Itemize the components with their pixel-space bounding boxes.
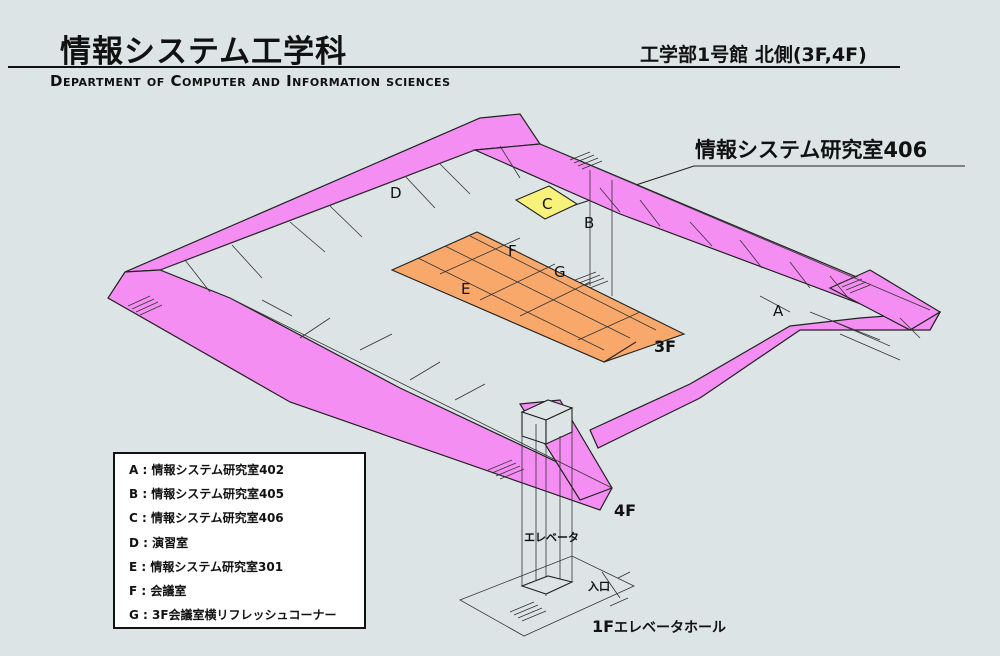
floor1-outline bbox=[459, 555, 635, 637]
legend-item-e: E : 情報システム研究室301 bbox=[129, 559, 284, 574]
label-g: G bbox=[554, 263, 566, 281]
label-b: B bbox=[584, 214, 594, 232]
label-1f: 1F bbox=[592, 617, 614, 636]
floor4-walls bbox=[159, 143, 931, 489]
vertical-guides bbox=[589, 170, 613, 296]
label-4f: 4F bbox=[614, 501, 636, 520]
floor3-block bbox=[390, 231, 686, 363]
page-subtitle: Department of Computer and Information s… bbox=[50, 72, 451, 90]
label-d: D bbox=[390, 184, 402, 202]
title-underline bbox=[8, 66, 630, 68]
building-label: 工学部1号館 北側(3F,4F) bbox=[640, 44, 867, 66]
legend-item-d: D : 演習室 bbox=[129, 535, 189, 550]
label-elevator-hall: エレベータホール bbox=[614, 620, 726, 636]
label-3f: 3F bbox=[654, 337, 676, 356]
building-underline bbox=[630, 66, 900, 68]
label-elevator: エレベータ bbox=[524, 531, 579, 544]
legend: A : 情報システム研究室402 B : 情報システム研究室405 C : 情報… bbox=[113, 452, 366, 629]
label-c: C bbox=[542, 195, 552, 213]
elevator-shaft bbox=[520, 399, 574, 596]
legend-item-c: C : 情報システム研究室406 bbox=[129, 511, 284, 526]
label-entrance: 入口 bbox=[588, 580, 610, 593]
floor1-hall bbox=[459, 555, 635, 637]
label-e: E bbox=[461, 280, 470, 298]
page-title: 情報システム工学科 bbox=[60, 34, 348, 70]
floor3-slab bbox=[390, 231, 686, 363]
callout-label: 情報システム研究室406 bbox=[695, 138, 928, 162]
legend-item-g: G : 3F会議室横リフレッシュコーナー bbox=[129, 608, 337, 623]
label-a: A bbox=[773, 302, 784, 320]
legend-item-f: F : 会議室 bbox=[129, 583, 187, 598]
legend-item-b: B : 情報システム研究室405 bbox=[129, 487, 284, 502]
label-f: F bbox=[508, 242, 517, 260]
room-c-highlight bbox=[514, 185, 579, 220]
elevator-base bbox=[520, 575, 574, 595]
legend-item-a: A : 情報システム研究室402 bbox=[129, 463, 285, 477]
